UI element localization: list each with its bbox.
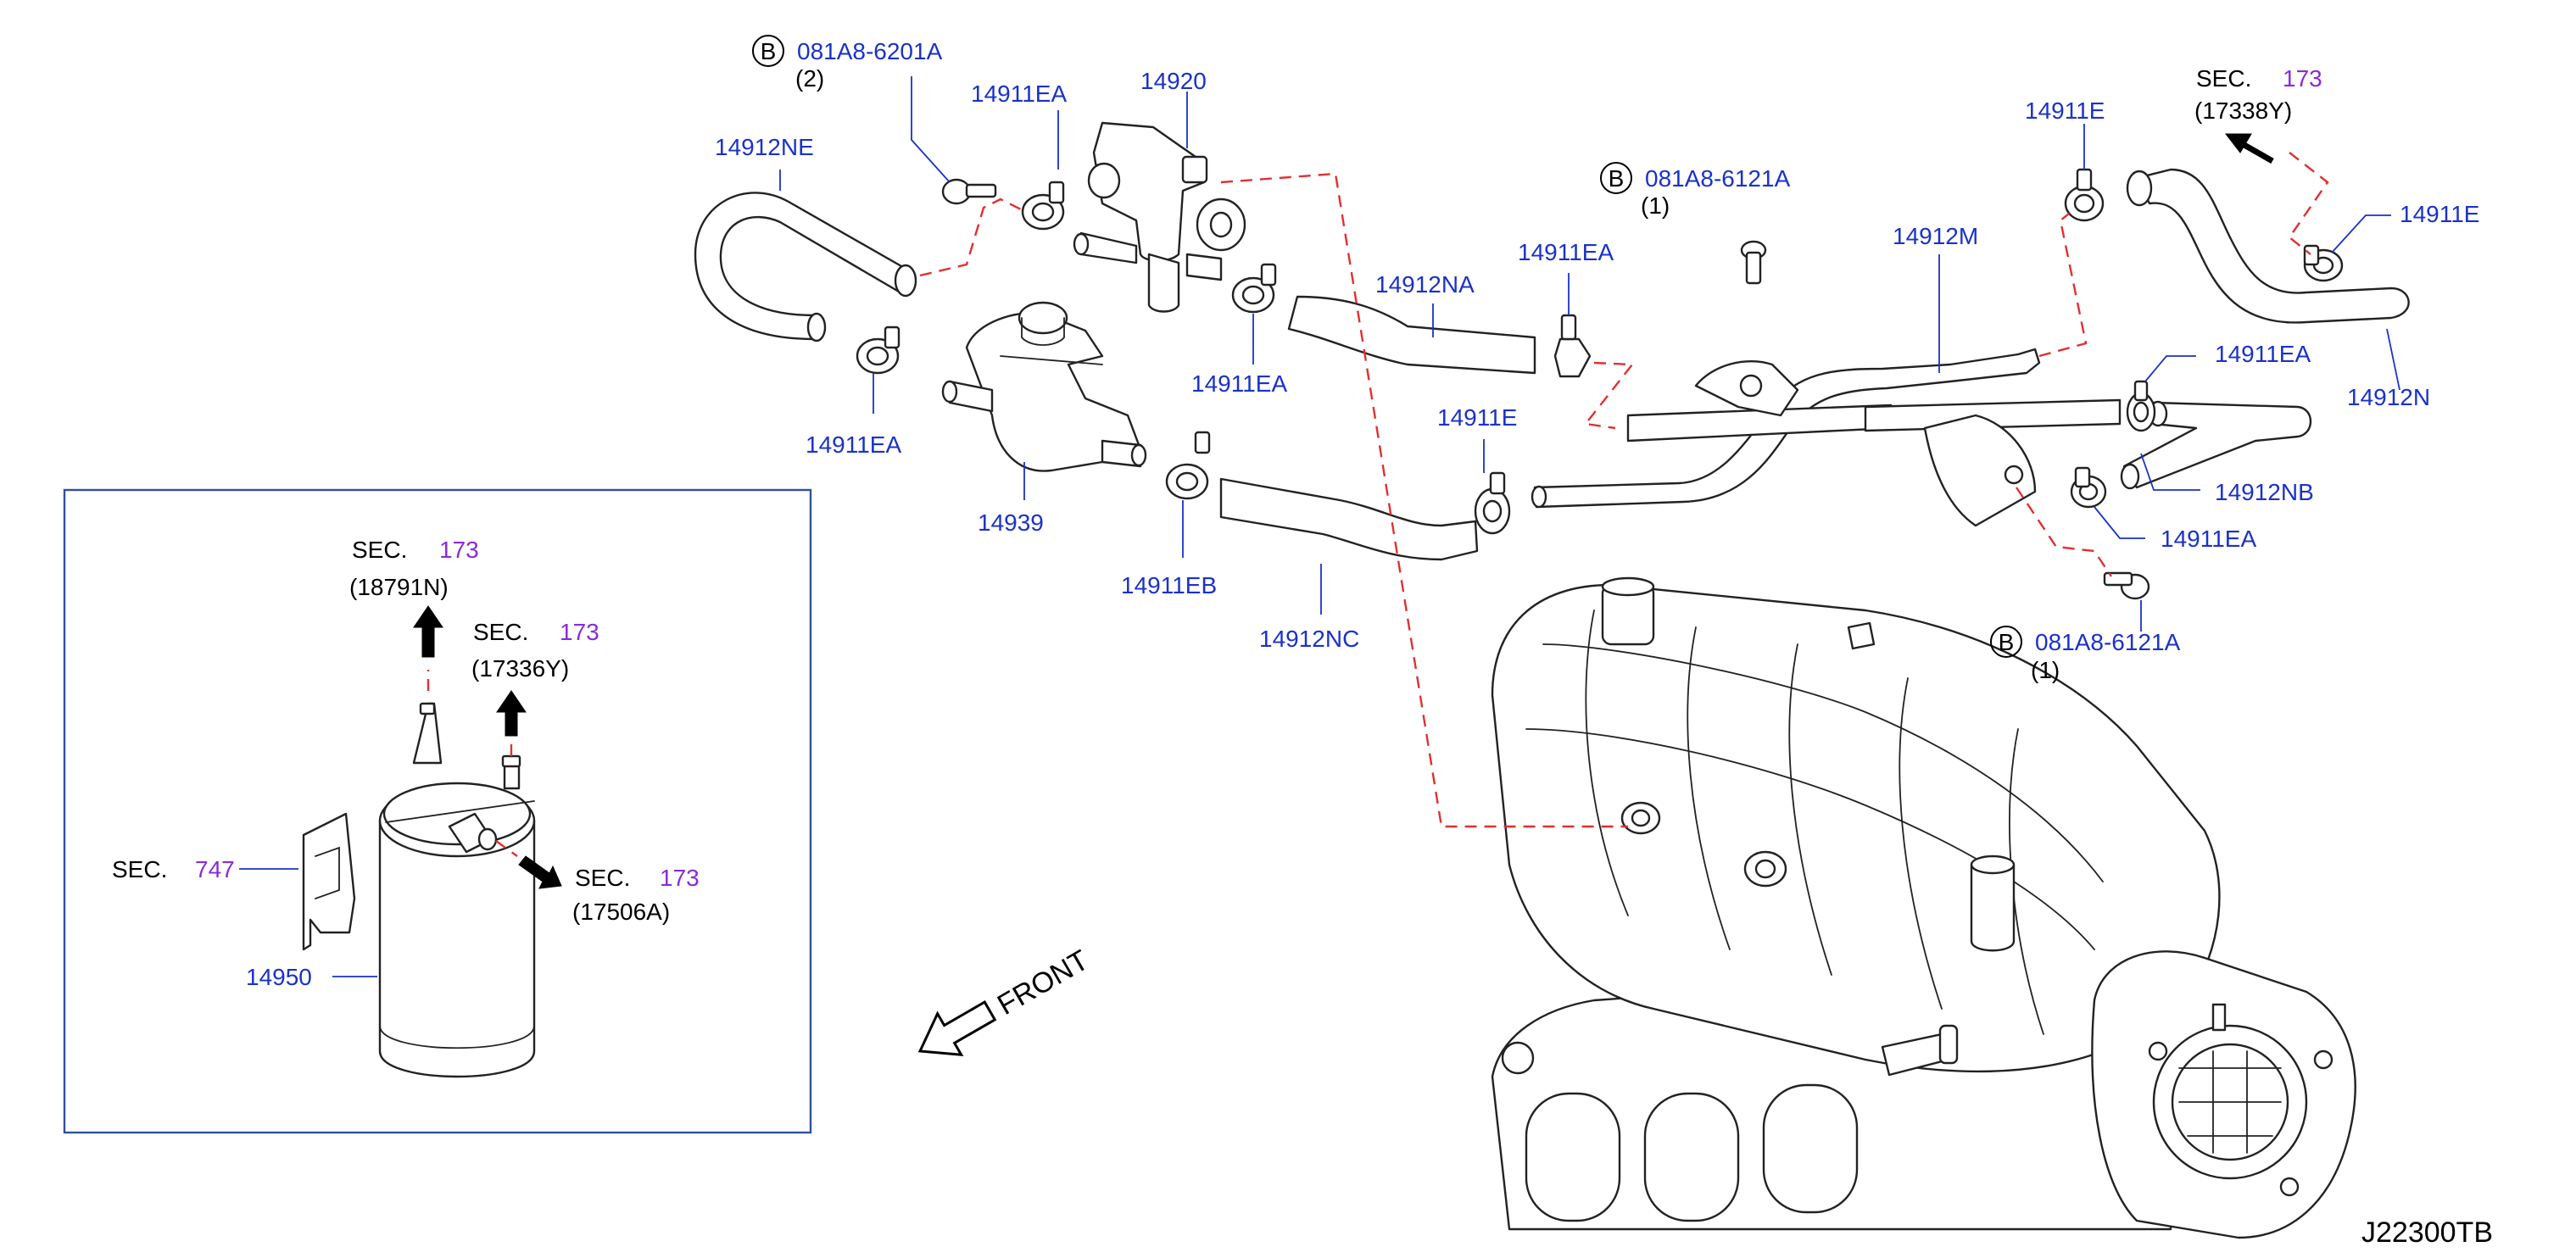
- dash-5: [2288, 152, 2329, 255]
- dash-6: [2016, 487, 2112, 577]
- label-14912N: 14912N: [2347, 384, 2430, 410]
- valve-14939: [941, 301, 1147, 472]
- bolt-081A8-6121A-mid: [1740, 240, 1767, 285]
- sec-top-ref: (17338Y): [2194, 97, 2292, 124]
- inset-arrow-up-a: [413, 605, 443, 658]
- bolt-081A8-6121A-low: [2103, 571, 2150, 600]
- inset-box: [63, 488, 812, 1134]
- dash-4: [2038, 213, 2088, 358]
- clamp-14911E-c: [2303, 244, 2344, 282]
- inset-c-ref: (17506A): [572, 899, 670, 925]
- inset-d-num: 747: [195, 856, 235, 882]
- label-14911E-b: 14911E: [2025, 97, 2105, 124]
- label-14911EB: 14911EB: [1121, 572, 1217, 598]
- clamp-14911E-a: [1474, 471, 1511, 535]
- label-14911E-a: 14911E: [1437, 404, 1517, 431]
- label-14912NC: 14912NC: [1259, 626, 1359, 652]
- hose-14912NA: [1287, 295, 1536, 375]
- label-14912M: 14912M: [1893, 223, 1978, 249]
- bolt-badge-mid: [1600, 162, 1632, 194]
- label-14950: 14950: [246, 964, 312, 990]
- clamp-14911EA-c: [1231, 263, 1277, 314]
- label-14911EA-d: 14911EA: [1518, 239, 1614, 265]
- inset-b-ref: (17336Y): [471, 655, 569, 682]
- clamp-14911EB: [1165, 431, 1211, 500]
- label-14911EA-c: 14911EA: [1191, 370, 1287, 397]
- label-14912NE: 14912NE: [715, 134, 814, 160]
- label-bolt-mid-code: 081A8-6121A: [1645, 165, 1791, 192]
- label-14911EA-b: 14911EA: [806, 431, 901, 458]
- inset-arrow-right: [518, 855, 562, 889]
- label-14911EA-a: 14911EA: [971, 81, 1067, 107]
- sec-top-word: SEC.: [2196, 65, 2251, 92]
- front-arrow: [917, 1000, 997, 1056]
- bolt-badge-top-letter: B: [761, 38, 777, 64]
- bolt-081A8-6201A: [941, 178, 997, 205]
- bolt-badge-low: [1990, 626, 2022, 658]
- label-14912NA: 14912NA: [1375, 271, 1475, 298]
- bolt-badge-mid-letter: B: [1609, 165, 1625, 192]
- dash-2: [1220, 172, 1628, 828]
- clamp-14911EA-a: [1021, 181, 1065, 231]
- label-bolt-low-qty: (1): [2031, 657, 2060, 683]
- inset-a-num: 173: [439, 537, 479, 563]
- inset-a-ref: (18791N): [349, 574, 449, 600]
- label-bolt-low-code: 081A8-6121A: [2035, 629, 2181, 655]
- clamp-14911EA-b: [856, 326, 900, 375]
- canister-bracket: [302, 812, 356, 951]
- front-label: FRONT: [992, 944, 1094, 1021]
- dash-1: [919, 198, 1027, 277]
- inset-a-word: SEC.: [352, 537, 407, 563]
- label-14920: 14920: [1140, 68, 1207, 94]
- intake-manifold: [1491, 576, 2356, 1239]
- dash-3: [1583, 361, 1635, 430]
- inset-c-num: 173: [660, 865, 700, 891]
- clamp-14911EA-d: [1553, 314, 1592, 378]
- label-bolt-mid-qty: (1): [1641, 192, 1670, 219]
- diagram-code: J22300TB: [2361, 1216, 2493, 1249]
- label-14912NB: 14912NB: [2215, 479, 2314, 505]
- sec-top-num: 173: [2283, 65, 2322, 92]
- hose-14912NC: [1219, 477, 1479, 561]
- label-bolt-top-code: 081A8-6201A: [797, 38, 943, 64]
- label-14911EA-e: 14911EA: [2215, 341, 2311, 367]
- sec-top-arrow: [2241, 141, 2274, 164]
- inset-c-word: SEC.: [575, 865, 630, 891]
- canister-14950: [378, 702, 536, 1078]
- bolt-badge-low-letter: B: [1999, 629, 2015, 655]
- label-14939: 14939: [978, 509, 1044, 536]
- hose-14912N: [2135, 168, 2410, 324]
- label-bolt-top-qty: (2): [795, 65, 824, 92]
- label-14911E-c: 14911E: [2400, 201, 2479, 227]
- bolt-badge-top: [752, 35, 784, 67]
- hose-14912NE: [694, 192, 909, 341]
- label-14911EA-f: 14911EA: [2161, 526, 2256, 552]
- inset-arrow-up-b: [496, 690, 527, 737]
- clamp-14911EA-e: [2126, 380, 2156, 432]
- inset-d-word: SEC.: [112, 856, 167, 882]
- hose-14912NB: [2122, 401, 2312, 489]
- inset-b-word: SEC.: [473, 619, 528, 645]
- clamp-14911E-b: [2064, 168, 2105, 222]
- valve-14920: [1073, 121, 1246, 313]
- clamp-14911EA-f: [2070, 466, 2107, 509]
- inset-b-num: 173: [560, 619, 599, 645]
